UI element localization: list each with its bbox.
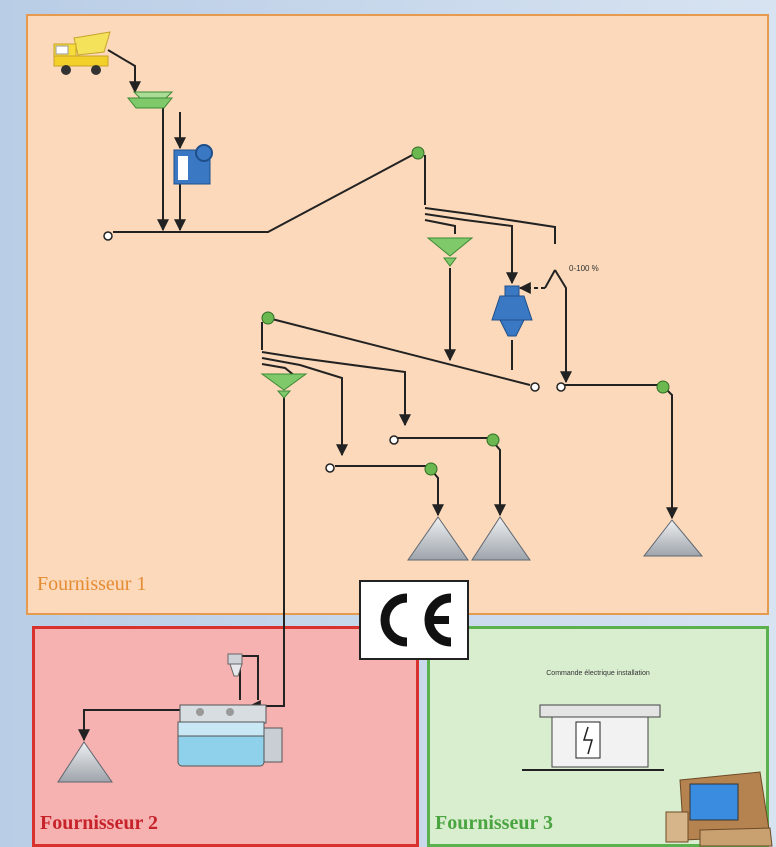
- supplier-1-panel: [26, 14, 769, 615]
- stockpile-4: [57, 741, 113, 783]
- plant-2-top: [238, 655, 259, 700]
- stockpile-3: [642, 519, 704, 557]
- return-conveyor: [267, 317, 531, 386]
- screen-deck-3: [424, 219, 456, 234]
- mixing-plant-icon: [177, 653, 283, 767]
- conveyor-mid: [398, 437, 506, 517]
- stockpile-1: [407, 516, 469, 561]
- screen2-deck-2: [261, 357, 348, 457]
- feeder-icon: [126, 91, 174, 109]
- screen2-deck-3: [261, 363, 296, 377]
- screen2-deck-1: [261, 351, 411, 427]
- dump-truck-icon: [53, 31, 111, 75]
- ce-marking: [359, 580, 469, 660]
- screen-deck-1: [424, 207, 556, 244]
- splitter-left: [544, 269, 556, 289]
- electrical-cabinet-icon: [522, 704, 664, 771]
- conveyor-lines: [78, 49, 678, 742]
- supplier-3-label: Fournisseur 3: [435, 812, 553, 834]
- pulleys: [103, 146, 670, 476]
- screen-1-icon: [426, 237, 474, 267]
- screen-2-icon: [260, 373, 308, 399]
- conveyor-low: [335, 465, 444, 517]
- right-conveyor: [565, 384, 678, 520]
- supplier-1-label: Fournisseur 1: [37, 573, 147, 595]
- computer-icon: [665, 771, 773, 847]
- pile-2-line: [78, 709, 195, 742]
- splitter-range-label: 0-100 %: [569, 264, 599, 273]
- supplier-2-label: Fournisseur 2: [40, 812, 158, 834]
- electrical-control-label: Commande électrique installation: [546, 670, 650, 677]
- splitter-right: [554, 269, 572, 384]
- stockpiles: [57, 516, 704, 783]
- stockpile-2: [471, 516, 531, 561]
- truck-feed-line: [107, 49, 141, 94]
- transfer-to-plant-2: [248, 396, 285, 712]
- ce-logo-icon: [380, 593, 452, 647]
- cone-crusher-icon: [491, 285, 533, 337]
- screen-deck-2: [424, 213, 518, 285]
- primary-crusher-icon: [173, 144, 213, 185]
- main-conveyor: [113, 151, 419, 233]
